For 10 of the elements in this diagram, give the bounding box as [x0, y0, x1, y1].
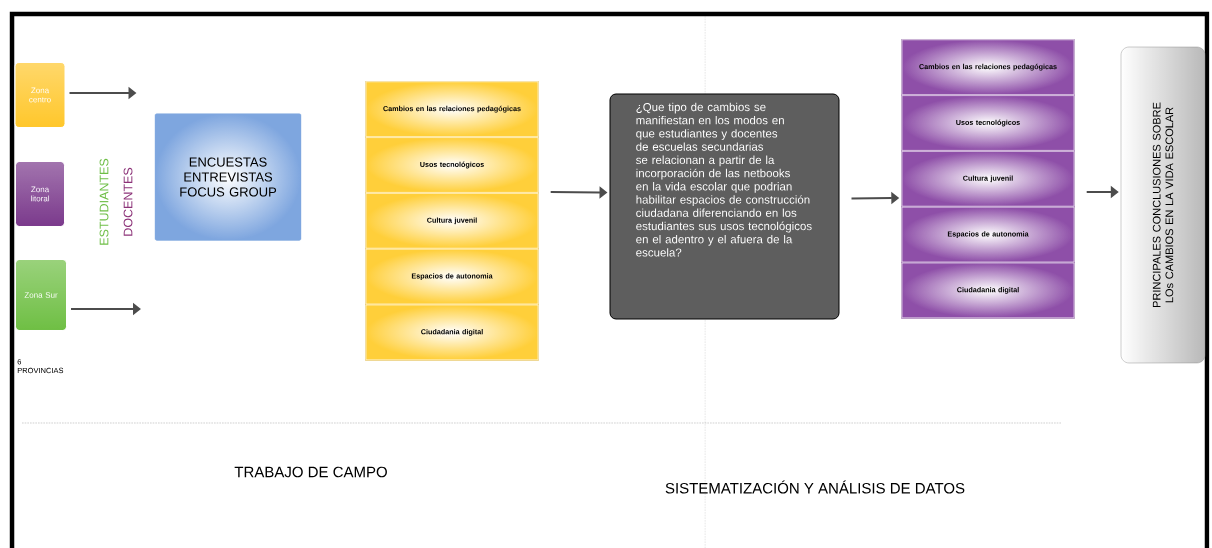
question-box: ¿Que tipo de cambios se manifiestan en los modos en que estudiantes y docentes de escuelas secundarias se relacionan a partir de la incorporación de las netbooks en la vida escolar que podrian habilitar espacios de construcción ciudadana diferenciando en los estudiantes sus usos tecnológicos en el adentro y el afuera de la escuela?: [609, 93, 840, 320]
zone-box: Zona Sur: [15, 259, 67, 331]
audience-label: ESTUDIANTES: [99, 158, 109, 245]
audience-label: DOCENTES: [123, 167, 133, 236]
phase-title: TRABAJO DE CAMPO: [234, 466, 387, 478]
conclusion-box: PRINCIPALES CONCLUSIONES SOBRE LOs CAMBIOS EN LA VIDA ESCOLAR: [1120, 46, 1206, 364]
phase-title: SISTEMATIZACIÓN Y ANÁLISIS DE DATOS: [665, 480, 965, 494]
zone-box: Zona litoral: [15, 161, 65, 227]
method-box: ENCUESTAS ENTREVISTAS FOCUS GROUP: [154, 113, 302, 241]
zone-box: Zona centro: [14, 62, 66, 128]
